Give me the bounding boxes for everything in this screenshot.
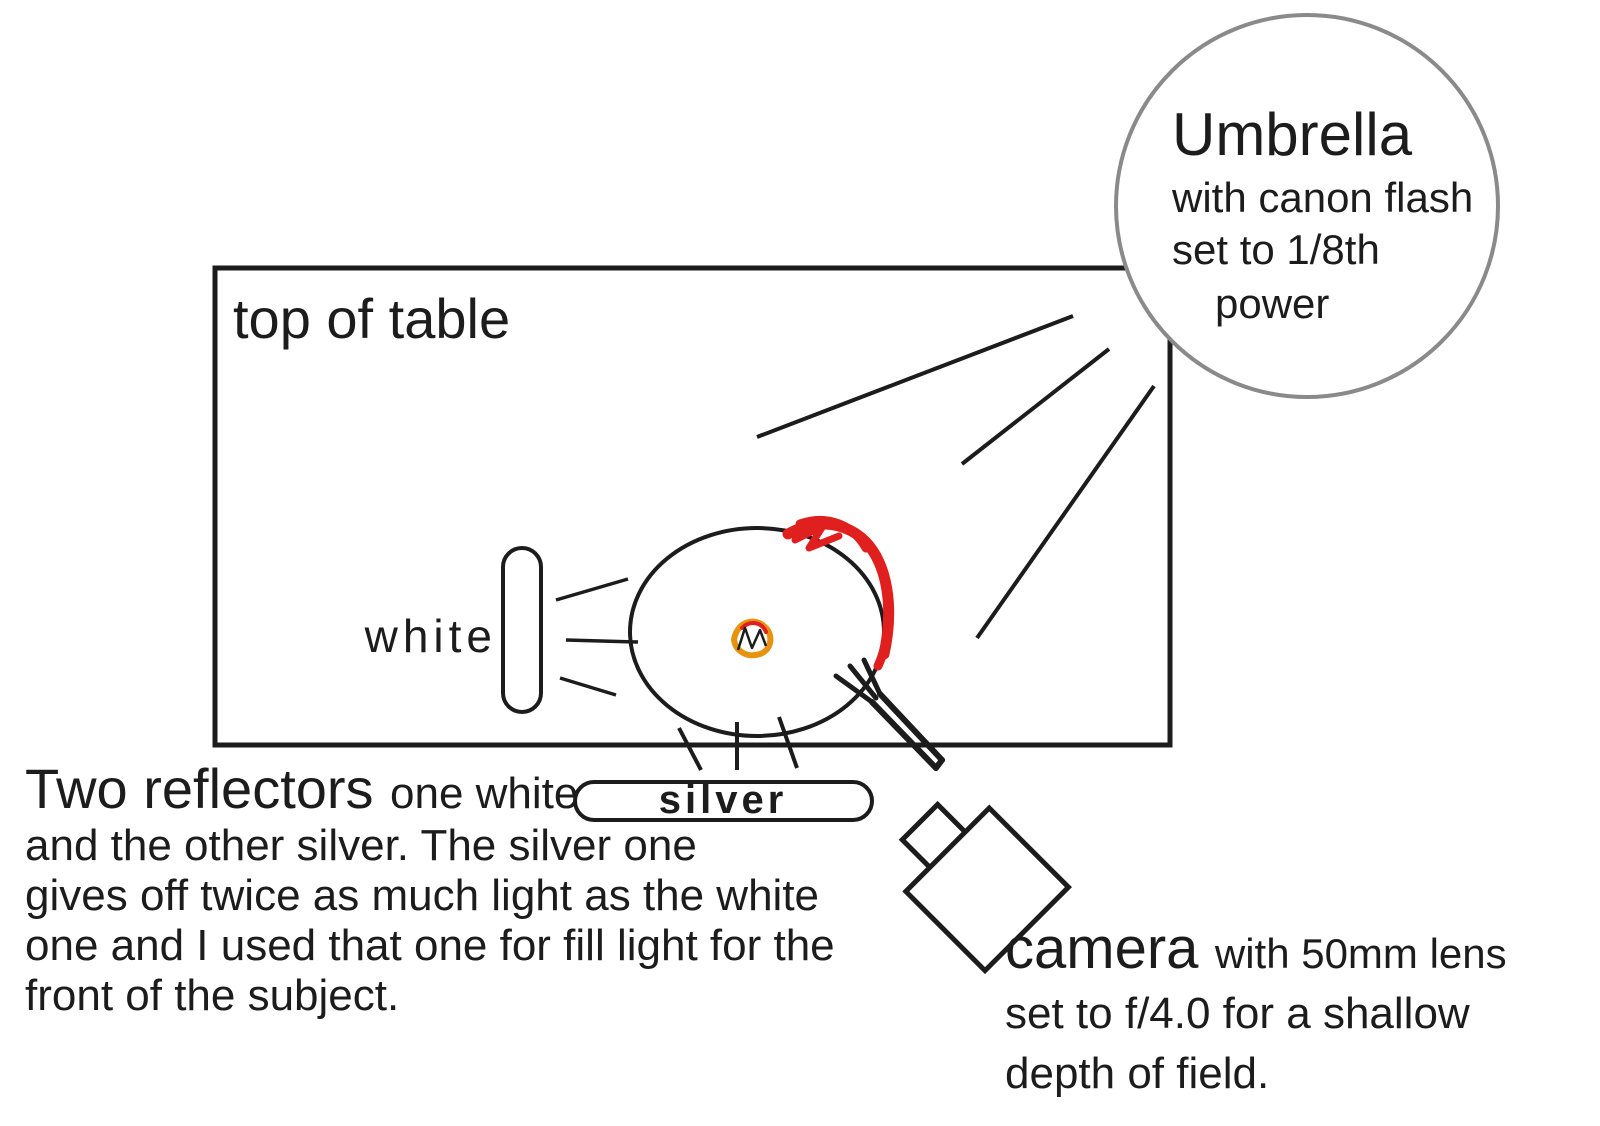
camera-caption-line2: set to f/4.0 for a shallow [1005,989,1470,1038]
white-reflector-ray-2 [565,638,639,644]
white-reflector-ray-1 [555,577,629,602]
fork [833,657,945,771]
white-reflector-label: white [364,610,497,662]
camera-caption-heading: camera [1005,916,1199,981]
silver-connector-1 [677,727,703,771]
light-ray-3 [975,384,1156,640]
white-reflector-ray-3 [559,676,617,697]
light-ray-1 [756,314,1074,439]
reflectors-caption-line4: one and I used that one for fill light f… [25,921,835,970]
reflectors-caption-line3: gives off twice as much light as the whi… [25,871,819,920]
camera-shape [898,800,1072,975]
red-garnish-scribble [782,516,895,671]
reflectors-caption-line2: and the other silver. The silver one [25,821,697,870]
svg-text:Two reflectors one whi: Two reflectors one white [25,757,578,820]
silver-reflector-shape [573,780,874,822]
umbrella-circle [1114,13,1500,399]
silver-reflector-label: silver [659,778,788,822]
umbrella-subtitle-line2: set to 1/8th [1172,226,1380,273]
camera-body-shape [902,804,1072,975]
umbrella-title: Umbrella [1172,101,1413,168]
reflectors-caption-heading: Two reflectors [25,757,374,820]
subject-scribble [731,618,774,659]
svg-text:camera with 50mm lens: camera with 50mm lens [1005,916,1507,981]
camera-caption-heading-rest: with 50mm lens [1214,930,1507,977]
camera-caption-line3: depth of field. [1005,1049,1269,1098]
plate-ellipse [628,526,886,738]
camera-caption: camera with 50mm lens set to f/4.0 for a… [1005,916,1507,1098]
reflectors-caption-heading-rest: one white [390,769,578,818]
reflectors-caption-line5: front of the subject. [25,971,399,1020]
umbrella-subtitle-line1: with canon flash [1171,174,1473,221]
light-ray-2 [960,347,1111,466]
silver-connector-3 [777,716,799,769]
umbrella-subtitle-line3: power [1215,280,1329,327]
white-reflector-shape [501,546,543,714]
reflectors-caption: Two reflectors one white and the other s… [25,757,835,1020]
table-label: top of table [233,287,510,350]
table-outline [212,265,1173,748]
